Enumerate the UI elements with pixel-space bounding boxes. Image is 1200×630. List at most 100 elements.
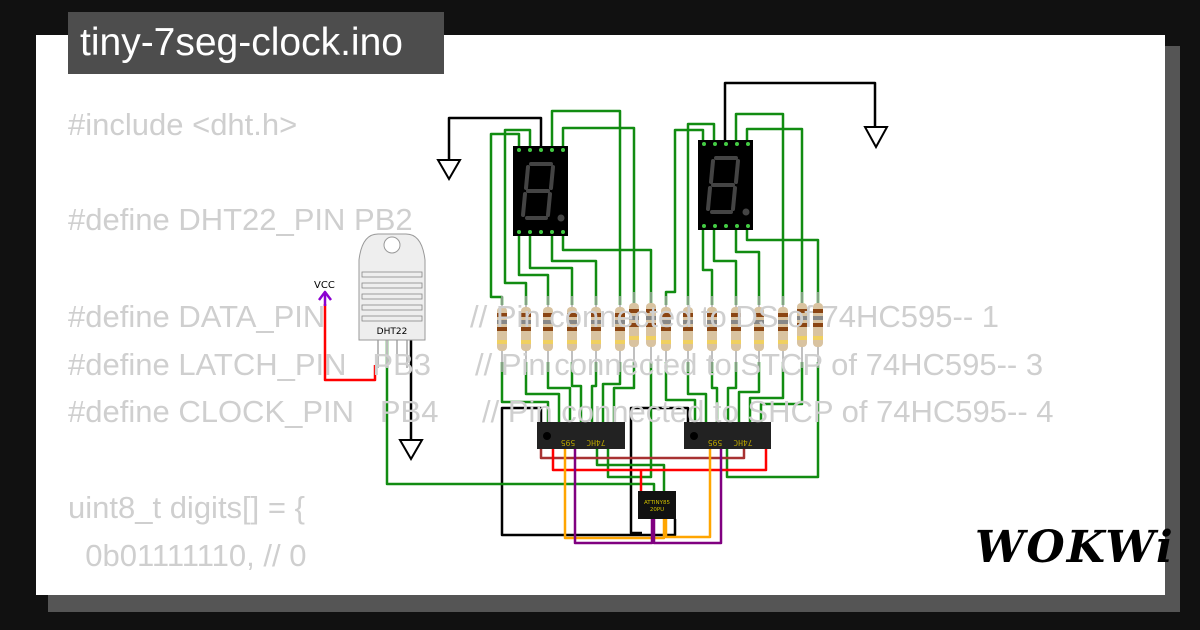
signal-wire (710, 362, 719, 422)
resistor (683, 296, 693, 372)
power-wire (539, 449, 746, 460)
ground-wire (500, 406, 677, 537)
signal-wire (606, 362, 653, 479)
clock-wire (563, 449, 666, 540)
display-pin (550, 230, 554, 234)
resistor (797, 292, 807, 368)
signal-wire (745, 127, 804, 305)
wokwi-logo: WOKWi (975, 522, 1175, 573)
resistor (707, 296, 717, 372)
signal-wire (601, 362, 622, 422)
project-title: tiny-7seg-clock.ino (68, 12, 444, 74)
display-pin (746, 142, 750, 146)
resistor (615, 296, 625, 372)
display-pin (724, 142, 728, 146)
signal-wire (570, 362, 583, 422)
data-wire (385, 340, 656, 491)
display-segment (546, 192, 552, 217)
display-pin (702, 224, 706, 228)
display-pin (550, 148, 554, 152)
display-pin (539, 230, 543, 234)
ground-wire (723, 81, 877, 140)
ground-icon (398, 439, 424, 461)
shift-register-2-label-74hc: 74HC (733, 438, 752, 447)
signal-wire (686, 122, 716, 305)
display-pin (517, 230, 521, 234)
display-pin (517, 148, 521, 152)
signal-wire (712, 229, 738, 305)
resistor (646, 292, 656, 368)
signal-wire (737, 362, 761, 422)
display-pin (713, 224, 717, 228)
display-segment (709, 159, 715, 184)
ground-wire (447, 116, 543, 160)
signal-wire (745, 229, 820, 305)
resistor (567, 296, 577, 372)
ground-icon (863, 126, 889, 150)
resistor (731, 296, 741, 372)
resistor (543, 296, 553, 372)
signal-wire (664, 362, 697, 422)
dht22-sensor: DHT22 (358, 233, 426, 368)
display-pin (539, 148, 543, 152)
resistor (661, 296, 671, 372)
signal-wire (725, 362, 820, 479)
signal-wire (561, 236, 653, 305)
signal-wire (759, 362, 804, 422)
shift-register-1: 595 74HC (537, 422, 625, 449)
display-segment (734, 159, 740, 184)
shift-register-2-label-595: 595 (708, 438, 723, 447)
latch-wire (652, 449, 723, 545)
shift-register-1-label-74hc: 74HC (586, 438, 605, 447)
display-pin (735, 142, 739, 146)
signal-wire (612, 362, 636, 422)
resistor (591, 296, 601, 372)
display-pin (735, 224, 739, 228)
resistor (521, 296, 531, 372)
display-pin (561, 148, 565, 152)
display-pin (746, 224, 750, 228)
seven-segment-display-2 (698, 140, 753, 230)
signal-wire (701, 229, 714, 305)
display-decimal-point (557, 214, 565, 222)
power-wire (551, 449, 768, 472)
ground-wire (629, 406, 690, 535)
signal-wire (734, 229, 761, 305)
attiny85-chip: ATTINY85 20PU (638, 491, 676, 519)
signal-wire (664, 128, 705, 305)
signal-wire (590, 362, 598, 422)
resistor (497, 296, 507, 372)
resistor (813, 292, 823, 368)
seven-segment-display-1 (513, 146, 568, 236)
resistor (778, 296, 788, 372)
signal-wire (517, 236, 550, 305)
display-segment (549, 165, 555, 190)
signal-wire (748, 362, 785, 422)
signal-wire (528, 236, 574, 305)
display-segment (706, 186, 712, 211)
signal-wire (550, 109, 622, 305)
power-wire (323, 304, 377, 382)
attiny85-speed-label: 20PU (650, 507, 664, 513)
signal-wire (686, 362, 708, 422)
display-segment (524, 165, 530, 190)
signal-wire (550, 236, 598, 305)
signal-wire (500, 362, 550, 422)
resistor (629, 292, 639, 368)
signal-wire (524, 362, 561, 422)
resistor (754, 296, 764, 372)
display-pin (702, 142, 706, 146)
dht22-label: DHT22 (377, 327, 408, 337)
display-segment (731, 186, 737, 211)
signal-wire (503, 128, 532, 305)
ground-icon (436, 159, 462, 181)
display-pin (528, 148, 532, 152)
display-segment (521, 192, 527, 217)
signal-wire (734, 112, 785, 305)
display-pin (561, 230, 565, 234)
clock-wire (664, 449, 712, 539)
shift-register-1-label-595: 595 (561, 438, 576, 447)
latch-wire (573, 449, 654, 545)
display-pin (724, 224, 728, 228)
